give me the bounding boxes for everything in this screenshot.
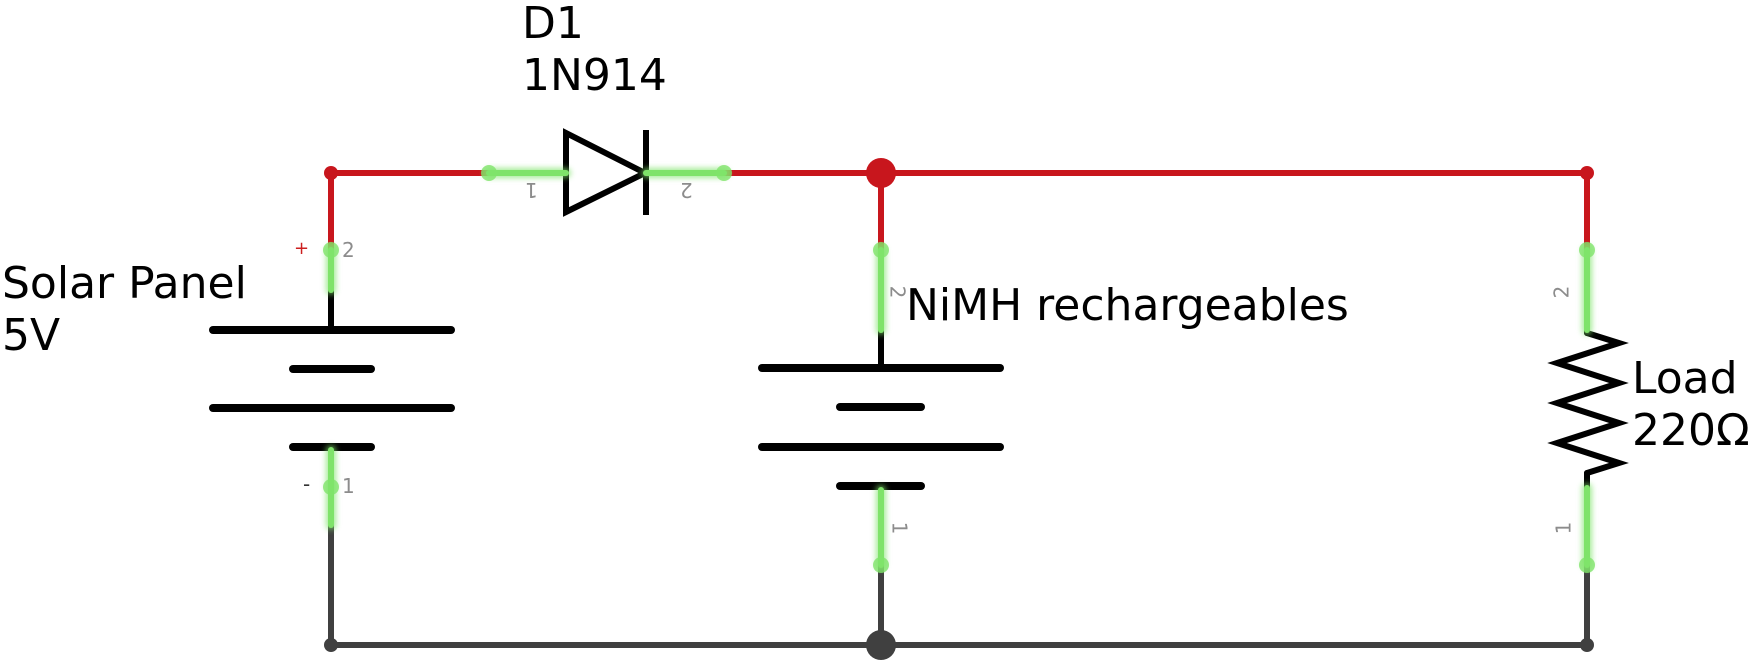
solar-pin-1-label: 1	[342, 474, 355, 498]
ground-junction-left	[324, 638, 338, 652]
battery-name: NiMH rechargeables	[906, 280, 1349, 331]
solar-panel-name: Solar Panel	[2, 258, 247, 309]
diode-pin-2-label: 2	[680, 178, 693, 202]
battery-symbol[interactable]	[758, 247, 1004, 568]
load-pin-2-label: 2	[1549, 285, 1574, 299]
positive-junction-left	[324, 166, 338, 180]
positive-wires	[328, 170, 1590, 253]
diode-part-number: 1N914	[522, 50, 667, 101]
solar-plus-sign: +	[294, 238, 310, 259]
solar-panel-value: 5V	[2, 310, 61, 361]
diode-reference: D1	[522, 0, 584, 49]
solar-pin-2-label: 2	[342, 238, 355, 262]
ground-wires	[327, 517, 1593, 648]
pin-highlights	[326, 168, 1592, 570]
positive-junction-center	[866, 158, 896, 188]
battery-pin-2-label: 2	[885, 285, 910, 299]
load-value: 220Ω	[1632, 405, 1750, 456]
diode-pin-1-label: 1	[525, 178, 538, 202]
ground-junction-right	[1580, 638, 1594, 652]
load-name: Load	[1632, 353, 1738, 404]
battery-pin-1-label: 1	[887, 521, 912, 535]
pin-endpoints[interactable]	[323, 165, 1595, 573]
solar-minus-sign: -	[303, 472, 311, 496]
positive-junction-right	[1580, 166, 1594, 180]
ground-junction-center	[866, 630, 896, 660]
load-pin-1-label: 1	[1551, 521, 1576, 535]
